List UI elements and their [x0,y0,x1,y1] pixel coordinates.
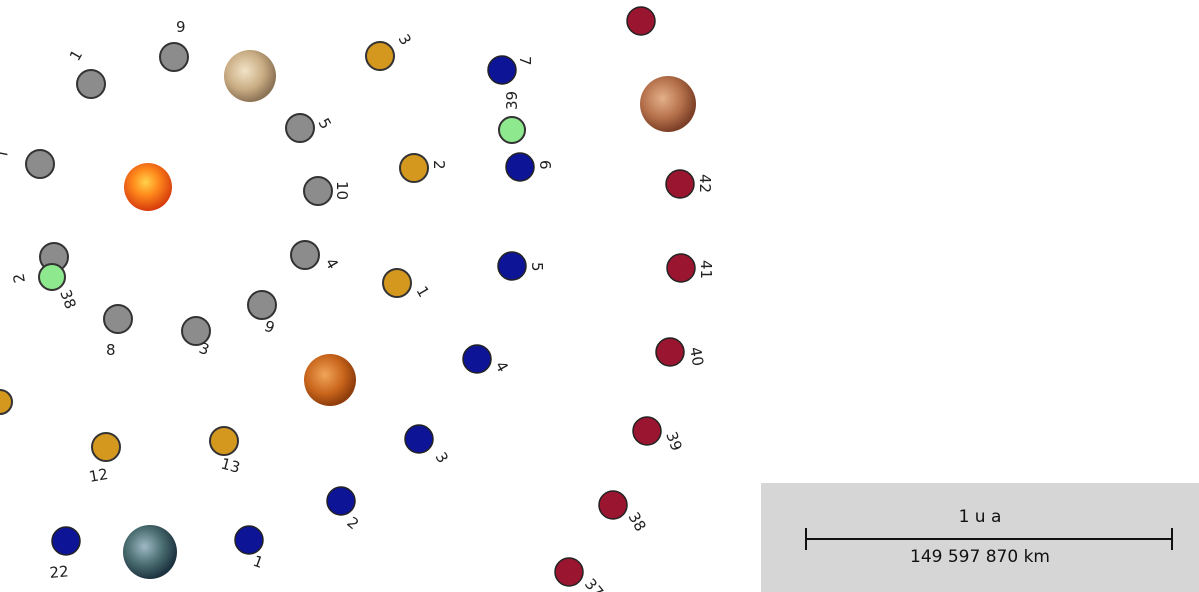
venus-dot: 13 [209,426,242,477]
venus-dot: 2 [399,153,448,183]
earth-dot: 2 [326,486,362,533]
mars-dot: 37 [554,557,607,592]
dot-label: 42 [696,174,714,193]
dot-label: 7 [0,148,12,161]
scale-km-label: 149 597 870 km [910,547,1050,567]
earth-dot: 7 [487,55,534,85]
dot-label: 1 [413,283,433,300]
dot-label: 38 [625,509,650,535]
mars-dot-partial [626,6,656,36]
dot-label: 40 [686,346,707,368]
earth-dot: 6 [505,152,554,182]
dot-label: 3 [432,449,452,466]
earth-dot: 22 [49,526,81,582]
marker-dot: 38 [38,263,80,311]
mercury-dot: 4 [290,240,342,272]
scale-legend: 1 u a 149 597 870 km [761,483,1199,592]
dot-label: 10 [333,181,351,200]
dot-label: 6 [536,160,554,170]
venus-dot-partial [0,389,13,415]
mercury-dot: 10 [303,176,351,206]
mercury-image [224,50,276,102]
dot-label: 9 [176,18,186,36]
dot-label: 2 [343,513,362,533]
dot-label: 2 [10,272,29,285]
earth-dot: 4 [462,344,512,375]
earth-image [123,525,177,579]
mars-dot: 40 [655,337,707,368]
scale-bar-right-cap [1171,528,1173,550]
earth-dot: 3 [404,424,452,466]
mercury-dot: 9 [159,18,189,72]
dot-label: 2 [430,160,448,170]
mars-image [640,76,696,132]
dot-label: 8 [106,341,116,359]
mercury-dot: 5 [285,113,335,143]
dot-label: 1 [66,47,86,64]
mercury-dot: 8 [103,304,133,359]
mars-dot: 39 [632,416,686,453]
mars-dot: 38 [598,490,650,535]
dot-label: 38 [56,287,79,311]
scale-unit-label: 1 u a [958,507,1002,527]
mercury-dot: 6 [247,290,277,336]
venus-dot: 3 [365,31,415,71]
dot-label: 13 [219,454,242,476]
dot-label: 3 [395,31,415,48]
mercury-dot: 3 [181,316,212,359]
dot-label: 7 [516,56,534,66]
mercury-dot: 1 [66,47,106,99]
dot-label: 22 [49,562,70,582]
dot-label: 4 [492,358,512,375]
dot-label: 5 [315,115,335,132]
earth-dot: 5 [497,251,546,281]
dot-label: 39 [503,91,521,110]
dot-label: 41 [697,260,715,279]
earth-dot: 1 [234,525,266,572]
dot-label: 12 [88,465,110,486]
venus-dot: 12 [88,432,121,486]
dot-label: 5 [528,262,546,272]
mars-dot: 42 [665,169,714,199]
mercury-dot: 7 [0,148,55,179]
sun-image [124,163,172,211]
dot-label: 1 [251,552,266,572]
dot-label: 39 [662,429,685,453]
scale-bar-left-cap [805,528,807,550]
venus-image [304,354,356,406]
scale-bar [805,538,1173,540]
mars-dot: 41 [666,253,715,283]
dot-label: 37 [581,575,607,592]
marker-dot: 39 [498,91,526,144]
venus-dot: 1 [382,268,433,300]
dot-label: 4 [322,255,342,272]
